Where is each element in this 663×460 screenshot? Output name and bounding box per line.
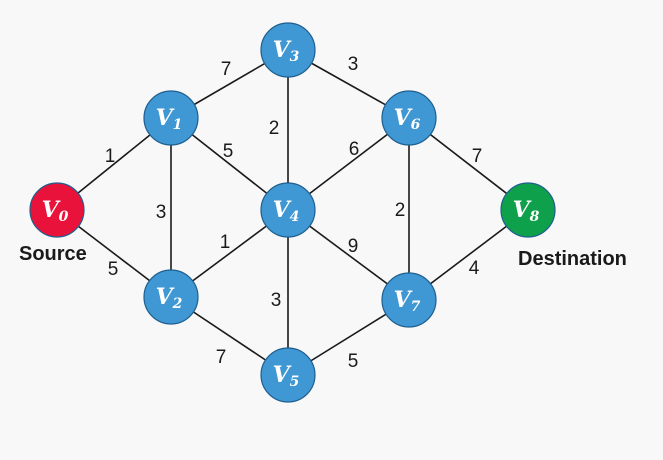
edge-weight-v1-v4: 5 [223,141,234,162]
node-subscript: 4 [290,209,300,225]
node-letter: V [42,197,61,223]
edge-weight-v4-v6: 6 [349,139,360,160]
node-v8: V8 [500,182,556,238]
node-label: V2 [156,284,183,312]
node-v1: V1 [143,90,199,146]
edge-weight-v1-v2: 3 [156,202,167,223]
node-v2: V2 [143,269,199,325]
edge-weight-v2-v5: 7 [216,347,227,368]
node-letter: V [156,284,175,310]
edge-weight-v7-v8: 4 [469,258,480,279]
node-v6: V6 [381,90,437,146]
node-v0: V0 [29,182,85,238]
edge-weight-v0-v2: 5 [108,259,119,280]
edge-weight-v3-v4: 2 [269,118,280,139]
node-label: V8 [513,197,540,225]
edge-weight-v0-v1: 1 [105,146,116,167]
edge-weight-v4-v5: 3 [271,290,282,311]
node-subscript: 2 [172,296,183,312]
node-label: V7 [394,287,421,315]
node-circle [260,182,316,238]
edge-weight-v2-v4: 1 [220,232,231,253]
node-label: V1 [156,105,183,133]
node-v5: V5 [260,347,316,403]
node-label: V3 [273,37,300,65]
node-label: V4 [273,197,300,225]
edge-weight-v6-v8: 7 [472,146,483,167]
edge-weight-v4-v7: 9 [348,236,359,257]
node-circle [143,90,199,146]
node-circle [29,182,85,238]
destination-label: Destination [518,248,627,270]
node-subscript: 5 [290,374,300,390]
node-circle [381,272,437,328]
source-label: Source [19,243,87,265]
node-label: V0 [42,197,69,225]
node-subscript: 0 [59,209,69,225]
node-subscript: 7 [411,299,421,315]
node-letter: V [513,197,532,223]
node-subscript: 3 [290,49,300,65]
node-circle [143,269,199,325]
node-v4: V4 [260,182,316,238]
node-letter: V [273,37,292,63]
edge-weight-v6-v7: 2 [395,200,406,221]
node-circle [260,347,316,403]
node-label: V5 [273,362,300,390]
node-letter: V [156,105,175,131]
edge-weight-v1-v3: 7 [221,59,232,80]
node-letter: V [394,287,413,313]
node-subscript: 8 [530,209,540,225]
node-circle [500,182,556,238]
edge-weight-v3-v6: 3 [348,54,359,75]
node-letter: V [273,197,292,223]
node-v3: V3 [260,22,316,78]
node-v7: V7 [381,272,437,328]
node-letter: V [394,105,413,131]
node-circle [381,90,437,146]
node-subscript: 1 [173,117,183,133]
node-circle [260,22,316,78]
node-subscript: 6 [411,117,421,133]
node-label: V6 [394,105,421,133]
node-letter: V [273,362,292,388]
edge-weight-v5-v7: 5 [348,351,359,372]
weights-layer: 1 5 7 3 5 1 7 2 3 6 3 9 5 2 7 4 [105,54,483,372]
